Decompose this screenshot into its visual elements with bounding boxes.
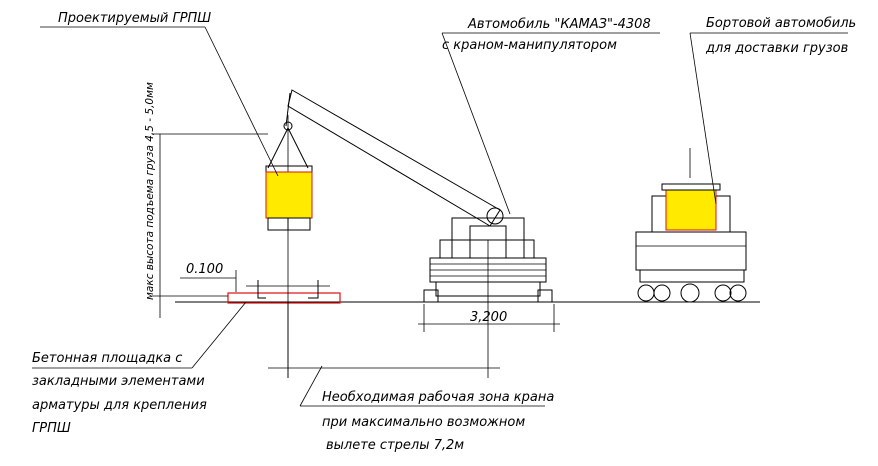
kamaz-crane-truck: [285, 89, 553, 303]
label-pad-3: арматуры для крепления: [32, 398, 207, 413]
lift-height-label: макс высота подъема груза 4,5 - 5,0мм: [144, 82, 156, 300]
label-pad-2: закладными элементами: [32, 374, 205, 389]
leader-pad: [191, 301, 247, 369]
base-dim-label: 3,200: [470, 310, 507, 325]
label-zone-3: вылете стрелы 7,2м: [326, 438, 464, 453]
label-pad-4: ГРПШ: [32, 421, 71, 436]
concrete-pad: [227, 292, 341, 304]
label-zone-2: при максимально возможном: [322, 415, 525, 430]
label-flatbed-1: Бортовой автомобиль: [706, 16, 856, 31]
leader-zone: [299, 365, 323, 407]
label-projected-grpsh: Проектируемый ГРПШ: [58, 11, 211, 26]
label-flatbed-2: для доставки грузов: [705, 41, 848, 56]
label-truck-1: Автомобиль "КАМАЗ"-4308: [467, 17, 651, 32]
grpsh-load: [265, 121, 313, 231]
leader-truck: [441, 32, 511, 215]
offset-dim-label: 0.100: [186, 262, 223, 277]
label-pad-1: Бетонная площадка с: [32, 351, 182, 366]
leader-flatbed: [689, 32, 717, 205]
leader-grpsh: [204, 26, 279, 177]
label-truck-2: с краном-манипулятором: [442, 38, 617, 53]
label-zone-1: Необходимая рабочая зона крана: [322, 390, 554, 405]
flatbed-truck: [635, 148, 747, 303]
